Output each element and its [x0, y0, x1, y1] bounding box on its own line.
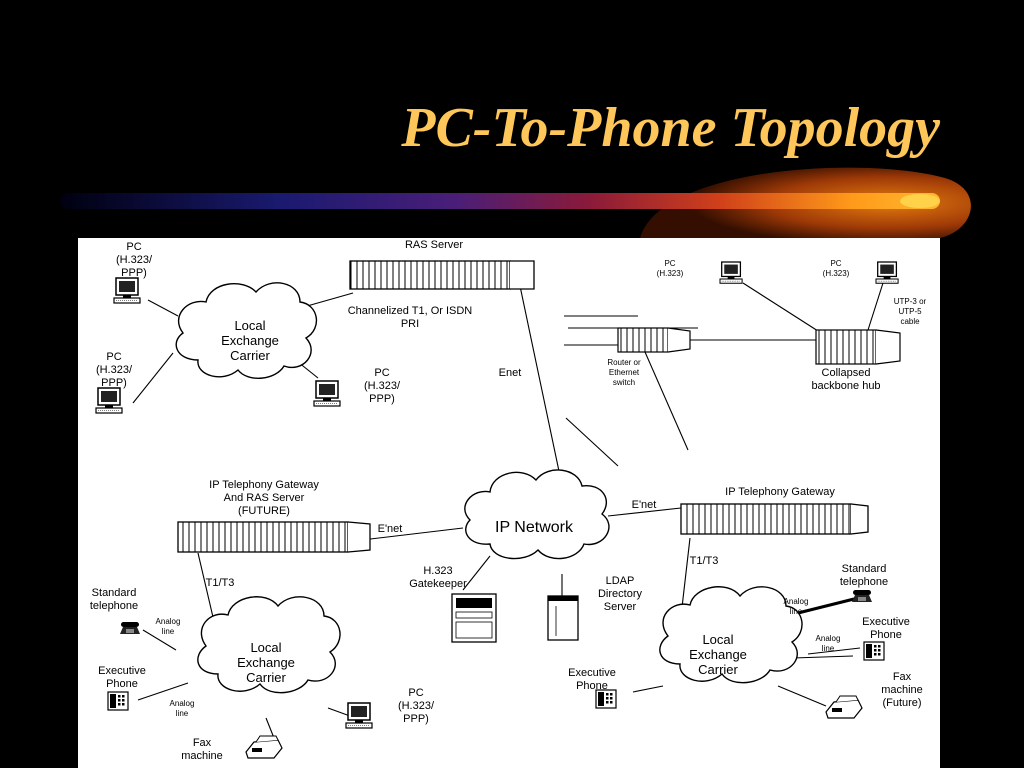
- h323-gatekeeper-device: [451, 593, 497, 643]
- pc-top-left-icon: [113, 277, 141, 304]
- ldap-server-device: [547, 595, 579, 641]
- gateway-right-device: [680, 503, 869, 535]
- svg-text:Enet: Enet: [499, 367, 522, 379]
- slide-title: PC-To-Phone Topology: [401, 97, 940, 159]
- cloud-local-exchange-bottom-left: [197, 596, 341, 694]
- pc-hub-right-icon: [875, 261, 899, 284]
- svg-text:PC(H.323): PC(H.323): [823, 259, 850, 278]
- cloud-local-exchange-top: [175, 282, 318, 379]
- executive-phone-left-icon: [107, 691, 129, 711]
- collapsed-backbone-hub-device: [815, 329, 901, 365]
- pc-hub-left-icon: [719, 261, 743, 284]
- pc-bottom-icon: [345, 702, 373, 729]
- svg-text:E'net: E'net: [632, 499, 657, 511]
- svg-text:PC(H.323/PPP): PC(H.323/PPP): [96, 351, 133, 389]
- decorative-swoosh: [60, 167, 971, 238]
- svg-text:RAS Server: RAS Server: [405, 239, 463, 251]
- svg-text:PC(H.323/PPP): PC(H.323/PPP): [398, 687, 435, 725]
- executive-phone-bottom-icon: [595, 689, 617, 709]
- svg-text:PC(H.323/PPP): PC(H.323/PPP): [364, 367, 401, 405]
- cloud-ip-network: [464, 469, 610, 560]
- pc-mid-left-icon: [95, 387, 123, 414]
- cloud-local-exchange-bottom-right: [659, 586, 803, 684]
- fax-machine-right-icon: [825, 695, 863, 719]
- executive-phone-right-icon: [863, 641, 885, 661]
- svg-text:E'net: E'net: [378, 523, 403, 535]
- svg-text:IP Network: IP Network: [495, 519, 574, 536]
- svg-text:T1/T3: T1/T3: [206, 577, 235, 589]
- pc-top-center-icon: [313, 380, 341, 407]
- fax-machine-bottom-icon: [245, 735, 283, 759]
- ras-server-device: [349, 260, 535, 290]
- standard-telephone-right-icon: [852, 590, 872, 602]
- router-switch-device: [617, 327, 691, 353]
- standard-telephone-left-icon: [120, 622, 140, 634]
- svg-text:PC(H.323/PPP): PC(H.323/PPP): [116, 241, 153, 279]
- svg-text:T1/T3: T1/T3: [690, 555, 719, 567]
- gateway-left-device: [177, 521, 371, 553]
- svg-text:IP Telephony Gateway: IP Telephony Gateway: [725, 486, 835, 498]
- svg-text:PC(H.323): PC(H.323): [657, 259, 684, 278]
